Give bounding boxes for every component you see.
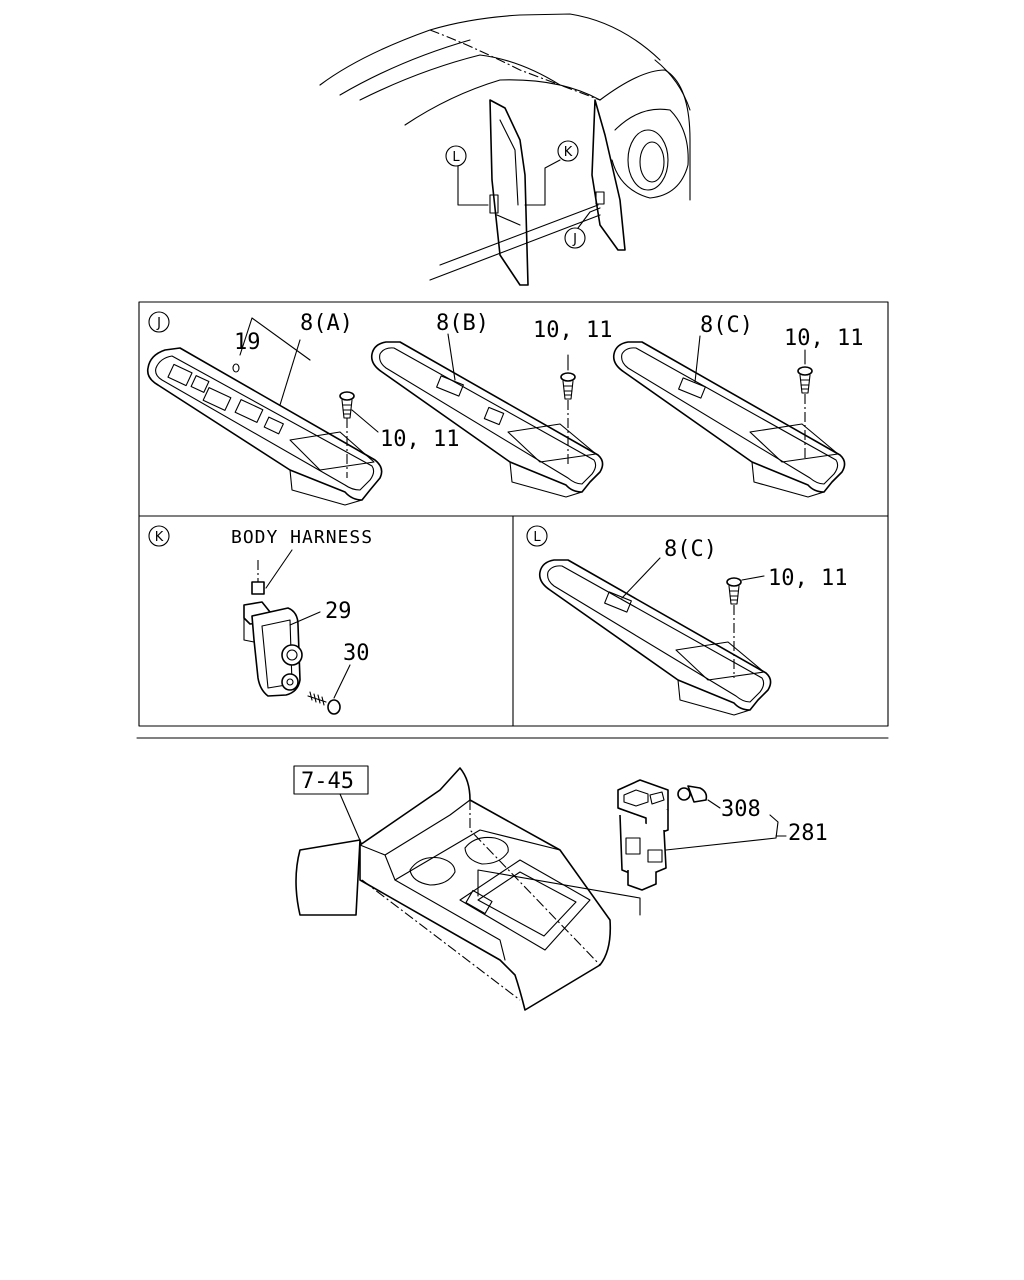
- switch-281: [617, 779, 669, 891]
- door-trim-8a: [146, 347, 383, 506]
- center-console: 7-45: [293, 765, 828, 1011]
- leader-30: [333, 664, 351, 699]
- callout-j: J: [564, 227, 586, 249]
- label-8b: 8(B): [436, 311, 489, 336]
- leader-19: [239, 317, 311, 361]
- svg-text:L: L: [452, 150, 460, 165]
- leader-7-45: [339, 793, 363, 846]
- label-30: 30: [343, 641, 370, 666]
- leader-8a: [279, 339, 301, 406]
- leader-8b: [447, 333, 456, 381]
- leader-screw-l: [741, 575, 765, 581]
- label-screw-j1: 10, 11: [380, 427, 459, 452]
- label-body-harness: BODY HARNESS: [231, 527, 373, 548]
- label-19: 19: [234, 330, 261, 355]
- detail-frame: [138, 301, 889, 727]
- label-308: 308: [721, 797, 761, 822]
- label-8c-l: 8(C): [664, 537, 717, 562]
- leader-8c-l: [621, 557, 661, 599]
- switch-29: [243, 601, 303, 697]
- label-8c-j: 8(C): [700, 313, 753, 338]
- screw-j2: [560, 372, 576, 466]
- door-trim-8c-j: [612, 341, 846, 498]
- screw-j3: [797, 366, 813, 460]
- screw-l: [726, 577, 742, 678]
- svg-text:J: J: [156, 316, 161, 331]
- label-screw-l: 10, 11: [768, 566, 847, 591]
- callout-l: L: [445, 145, 467, 167]
- label-screw-j3: 10, 11: [784, 326, 863, 351]
- panel-j-view-marker: J: [148, 311, 170, 333]
- leader-308: [707, 799, 721, 809]
- svg-text:7-45: 7-45: [301, 769, 354, 794]
- leader-281: [665, 814, 779, 851]
- clip-19: [232, 363, 240, 373]
- bulb-308: [677, 785, 708, 803]
- vehicle-overview: L K J: [319, 13, 691, 286]
- svg-text:K: K: [564, 145, 573, 160]
- harness-connector: [251, 560, 265, 595]
- door-trim-8b: [370, 341, 604, 498]
- panel-k-view-marker: K: [148, 525, 170, 547]
- svg-text:L: L: [533, 530, 541, 545]
- panel-j: J 19 8(A) 10, 11: [146, 311, 863, 506]
- panel-l: L 8(C) 10, 11: [526, 525, 847, 716]
- panel-l-view-marker: L: [526, 525, 548, 547]
- leader-29: [289, 611, 321, 626]
- panel-k: K BODY HARNESS 29 30: [148, 525, 373, 715]
- label-screw-j2: 10, 11: [533, 318, 612, 343]
- svg-text:K: K: [155, 530, 164, 545]
- callout-k: K: [557, 140, 579, 162]
- label-8a: 8(A): [300, 311, 353, 336]
- leader-8c-j: [694, 335, 701, 383]
- screw-j1: [339, 391, 355, 478]
- ref-box-7-45: 7-45: [293, 765, 369, 795]
- leader-screw-j1: [351, 409, 379, 433]
- svg-text:J: J: [572, 232, 577, 247]
- label-281: 281: [788, 821, 828, 846]
- leader-body-harness: [265, 549, 293, 589]
- label-29: 29: [325, 599, 352, 624]
- screw-30: [307, 691, 341, 715]
- door-trim-8c-l: [538, 559, 772, 716]
